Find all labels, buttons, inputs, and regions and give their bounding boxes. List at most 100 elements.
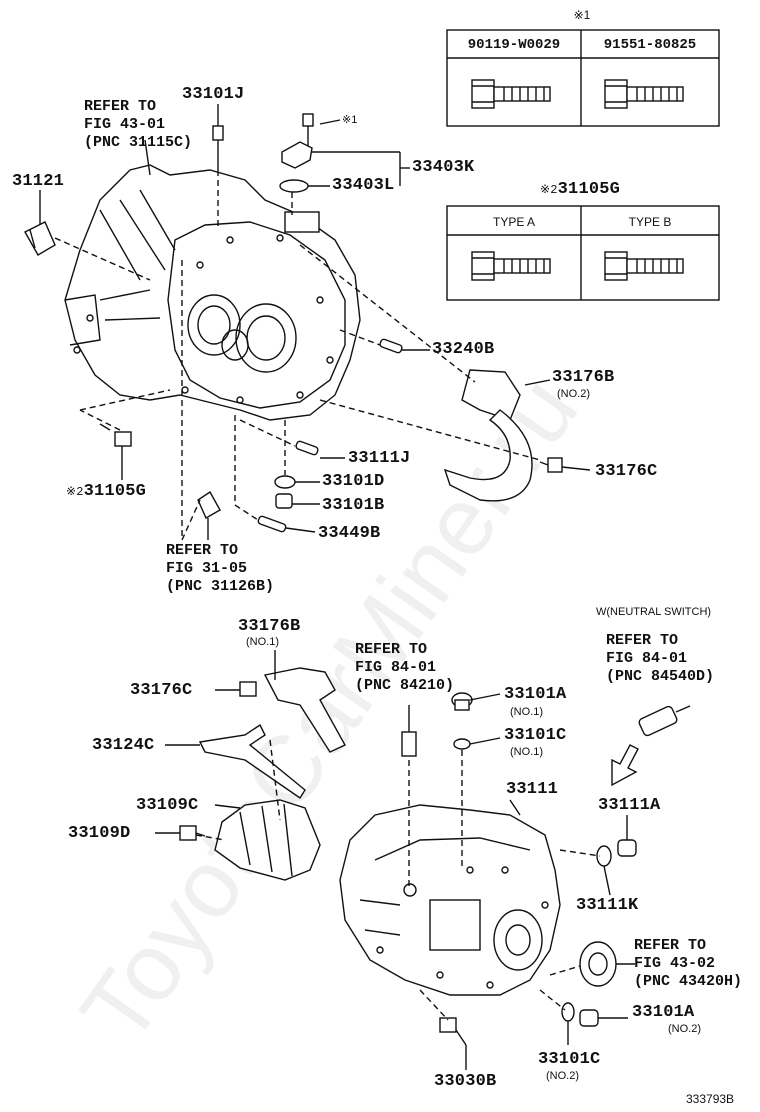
ref-line: FIG 84-01	[355, 659, 437, 676]
gasket-33101C-no2	[561, 1002, 575, 1022]
part-label-33176B-no2[interactable]: 33176B	[552, 368, 615, 387]
bolt-type-label: TYPE A	[492, 215, 536, 229]
ref-line: FIG 43-01	[84, 116, 166, 133]
part-note: (NO.1)	[510, 706, 543, 718]
part-label-33101A-no1[interactable]: 33101A	[504, 685, 567, 704]
part-note: (NO.1)	[510, 746, 543, 758]
gasket-33101C-no1	[453, 738, 471, 750]
part-label-33403L[interactable]: 33403L	[332, 176, 395, 195]
pin-33111J	[295, 440, 319, 456]
bolt-33176C-top	[539, 457, 563, 473]
part-label-33101B[interactable]: 33101B	[322, 496, 385, 515]
part-label-33109D[interactable]: 33109D	[68, 824, 131, 843]
bolt-33109D	[179, 825, 206, 841]
bolt-33101J	[212, 125, 224, 170]
plug-33111A	[617, 839, 637, 857]
ref-line: (PNC 31115C)	[84, 134, 193, 151]
part-label-33176C-bottom[interactable]: 33176C	[130, 681, 193, 700]
part-label-33101C-no1[interactable]: 33101C	[504, 726, 567, 745]
bolt-icon	[604, 251, 684, 281]
part-label-33109C[interactable]: 33109C	[136, 796, 199, 815]
part-label-33403K[interactable]: 33403K	[412, 158, 475, 177]
part-label-33176C-top[interactable]: 33176C	[595, 462, 658, 481]
plug-33101A-no2	[579, 1009, 599, 1027]
plate-33124C	[198, 723, 306, 799]
bracket-33176B-no1	[263, 667, 346, 753]
ref-line: REFER TO	[634, 937, 707, 954]
callout-lines-upper	[39, 104, 591, 540]
neutral-switch-heading: W(NEUTRAL SWITCH)	[596, 606, 712, 618]
bolt-icon	[604, 79, 684, 109]
part-note: (NO.2)	[557, 388, 590, 400]
bolt-part-number: 91551-80825	[603, 37, 697, 53]
part-note: (NO.1)	[246, 636, 279, 648]
part-label-33176B-no1[interactable]: 33176B	[238, 617, 301, 636]
part-label-33240B[interactable]: 33240B	[432, 340, 495, 359]
bolt-ref-mark: ※1	[342, 114, 358, 126]
pin-33240B	[379, 338, 403, 354]
part-label-33101A-no2[interactable]: 33101A	[632, 1003, 695, 1022]
bolt-icon	[471, 79, 551, 109]
clutch-housing	[64, 164, 361, 421]
part-note: (NO.2)	[546, 1070, 579, 1082]
ref-line: REFER TO	[166, 542, 239, 559]
bolt-table-2	[446, 205, 720, 301]
ref-line: FIG 43-02	[634, 955, 716, 972]
sensor-84210	[401, 705, 417, 757]
gasket-33111K	[596, 845, 612, 867]
oring-33403L	[279, 179, 309, 193]
ref-line: FIG 84-01	[606, 650, 688, 667]
ref-line: (PNC 84540D)	[606, 668, 715, 685]
cover-33109C	[214, 799, 321, 881]
bolt-33030B	[439, 1017, 467, 1046]
part-label-33111K[interactable]: 33111K	[576, 896, 639, 915]
gasket-33101B	[275, 493, 293, 509]
ref-line: REFER TO	[355, 641, 428, 658]
part-label-33449B[interactable]: 33449B	[318, 524, 381, 543]
bolt-type-label: TYPE B	[628, 215, 672, 229]
bracket-33176B-no2	[443, 369, 533, 502]
ref-line: (PNC 31126B)	[166, 578, 275, 595]
ref-line: FIG 31-05	[166, 560, 248, 577]
part-label-31105G-header: ※231105G	[540, 180, 620, 200]
washer-33449B	[257, 515, 287, 533]
bolt-ref-mark-2: ※2	[540, 183, 558, 197]
bolt-table-1	[446, 29, 720, 127]
bolt-33176C-bottom	[239, 681, 257, 697]
oil-seal-43420H	[579, 941, 617, 987]
part-label-31105G[interactable]: ※231105G	[66, 482, 146, 502]
bolt-icon	[471, 251, 551, 281]
plug-31121	[24, 221, 56, 256]
part-note: (NO.2)	[668, 1023, 701, 1035]
part-number: 31105G	[83, 482, 147, 501]
part-label-33101J[interactable]: 33101J	[182, 85, 245, 104]
part-label-33111[interactable]: 33111	[506, 780, 559, 799]
bolt-part-number: 90119-W0029	[467, 37, 561, 53]
bolt-ref-mark-1: ※1	[573, 8, 591, 22]
transaxle-case	[339, 804, 561, 996]
neutral-switch	[638, 705, 691, 737]
part-label-33101D[interactable]: 33101D	[322, 472, 385, 491]
part-label-33111A[interactable]: 33111A	[598, 796, 661, 815]
arrow-down-icon	[611, 744, 639, 787]
lever-33403K	[281, 113, 314, 169]
part-label-33030B[interactable]: 33030B	[434, 1072, 497, 1091]
bolt-31105G	[99, 423, 132, 447]
part-label-33124C[interactable]: 33124C	[92, 736, 155, 755]
figure-id: 333793B	[686, 1092, 735, 1106]
dashed-guides-upper	[54, 170, 541, 541]
plug-31126B	[197, 490, 221, 519]
part-label-33101C-no2[interactable]: 33101C	[538, 1050, 601, 1069]
ref-line: REFER TO	[606, 632, 679, 649]
part-label-33111J[interactable]: 33111J	[348, 449, 411, 468]
dashed-guides-lower	[195, 739, 601, 1021]
part-label-31121[interactable]: 31121	[12, 172, 65, 191]
bolt-ref-mark-2: ※2	[66, 485, 84, 499]
callout-lines-lower	[155, 650, 635, 1070]
